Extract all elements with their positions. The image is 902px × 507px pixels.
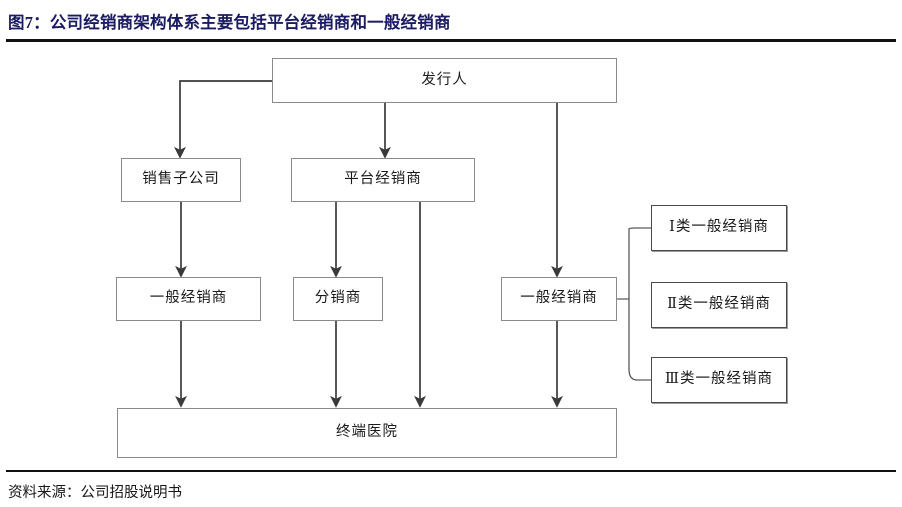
title-divider-top [6, 39, 896, 42]
node-general-distributor-right[interactable]: 一般经销商 [501, 277, 617, 321]
node-terminal-hospital-label: 终端医院 [336, 424, 398, 441]
edge-issuer-to-sales-sub [174, 80, 272, 159]
node-general-distributor-left-label: 一般经销商 [149, 290, 228, 307]
page-title: 图7：公司经销商架构体系主要包括平台经销商和一般经销商 [8, 13, 451, 32]
node-general-distributor-right-label: 一般经销商 [520, 290, 598, 307]
node-class-1[interactable]: Ⅰ类一般经销商 [651, 205, 787, 251]
node-sub-distributor[interactable]: 分销商 [293, 277, 383, 321]
source-note: 资料来源：公司招股说明书 [8, 485, 182, 501]
node-platform-distributor-label: 平台经销商 [344, 171, 422, 188]
node-platform-distributor[interactable]: 平台经销商 [291, 158, 475, 202]
node-class-3-label: Ⅲ类一般经销商 [665, 371, 773, 388]
source-divider-bottom [6, 470, 896, 473]
node-sales-subsidiary[interactable]: 销售子公司 [121, 158, 241, 202]
node-class-3[interactable]: Ⅲ类一般经销商 [651, 357, 787, 403]
node-sales-subsidiary-label: 销售子公司 [142, 171, 220, 188]
diagram-canvas: 发行人 销售子公司 平台经销商 一般经销商 分销商 一般经销商 Ⅰ类一般经销商 … [0, 44, 902, 468]
node-issuer[interactable]: 发行人 [272, 58, 617, 103]
node-general-distributor-left[interactable]: 一般经销商 [116, 277, 261, 321]
connector-layer [174, 80, 652, 408]
node-class-2[interactable]: Ⅱ类一般经销商 [651, 282, 787, 328]
node-issuer-label: 发行人 [421, 71, 468, 88]
edge-bracket-classes [616, 227, 652, 381]
node-class-2-label: Ⅱ类一般经销商 [667, 296, 771, 313]
node-class-1-label: Ⅰ类一般经销商 [669, 219, 769, 236]
node-sub-distributor-label: 分销商 [314, 290, 362, 307]
node-terminal-hospital[interactable]: 终端医院 [117, 408, 617, 458]
